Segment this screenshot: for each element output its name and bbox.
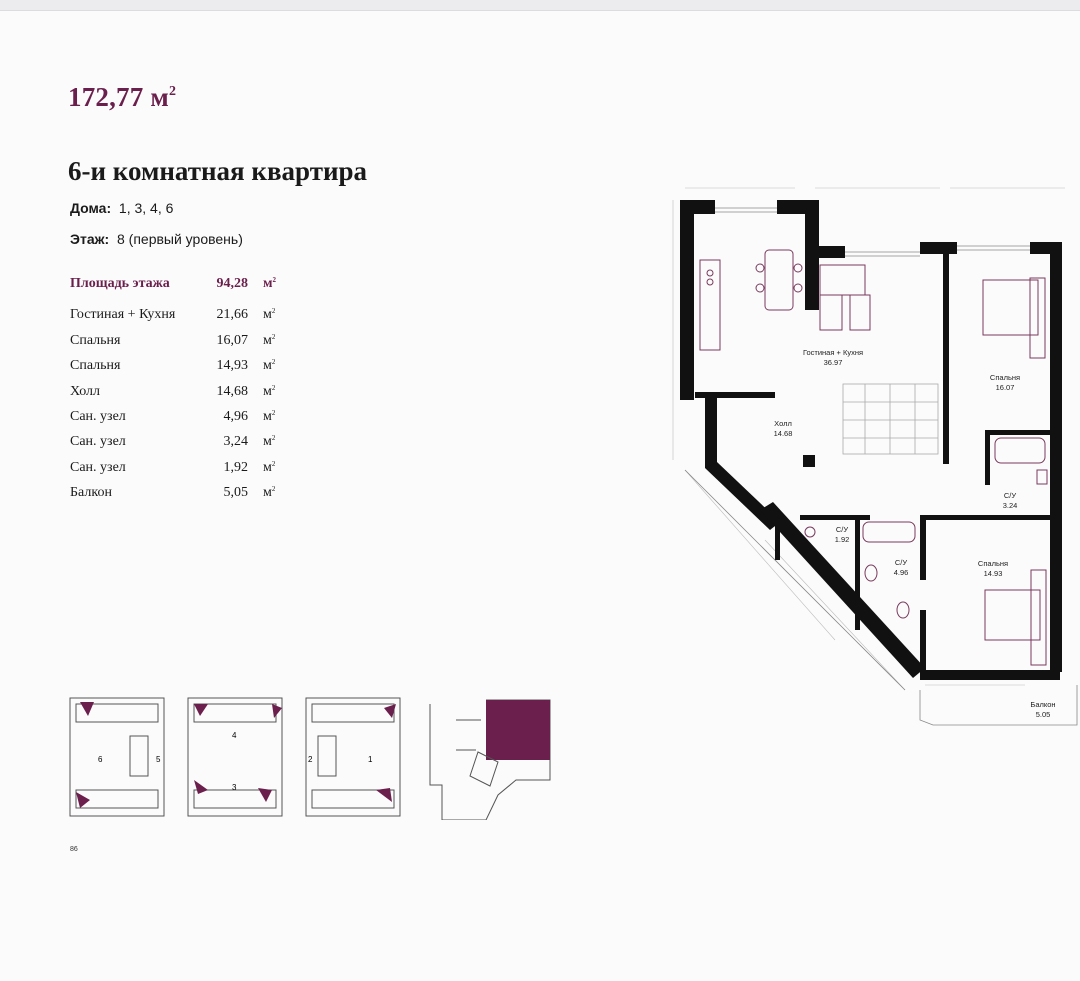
plan-area-wc1: 3.24 xyxy=(1003,501,1018,510)
houses-label: Дома: xyxy=(70,200,112,216)
plan-label-wc3: С/У xyxy=(895,558,908,567)
plan-area-bedroom1: 16.07 xyxy=(996,383,1015,392)
page-number: 86 xyxy=(70,846,78,853)
scheme-houses-2-1: 2 1 xyxy=(305,697,401,817)
plan-label-hall: Холл xyxy=(774,419,792,428)
scheme-houses-4-3: 4 3 xyxy=(187,697,283,817)
scheme-houses-6-5: 6 5 xyxy=(69,697,165,817)
dimension-lines xyxy=(672,187,1065,691)
window-lines xyxy=(684,207,1078,726)
browser-top-bar xyxy=(0,0,1080,11)
plan-label-bedroom2: Спальня xyxy=(978,559,1008,568)
staircase xyxy=(842,383,939,455)
houses-value: 1, 3, 4, 6 xyxy=(118,200,174,216)
plan-area-bedroom2: 14.93 xyxy=(984,569,1003,578)
house-number-2: 2 xyxy=(308,755,313,764)
room-labels: Гостиная + Кухня 36.97 Холл 14.68 Спальн… xyxy=(774,348,1056,719)
walls xyxy=(680,200,1062,680)
plan-area-hall: 14.68 xyxy=(774,429,793,438)
plan-label-bedroom1: Спальня xyxy=(990,373,1020,382)
furniture xyxy=(699,249,1048,666)
plan-area-living: 36.97 xyxy=(824,358,843,367)
plan-area-wc2: 1.92 xyxy=(835,535,850,544)
plan-label-wc1: С/У xyxy=(1004,491,1017,500)
house-number-4: 4 xyxy=(232,731,237,740)
house-number-6: 6 xyxy=(98,755,103,764)
apartment-title: 6-и комнатная квартира xyxy=(68,156,368,186)
total-area: 172,77 м2 xyxy=(68,82,177,112)
plan-area-balcony: 5.05 xyxy=(1036,710,1051,719)
plan-label-balcony: Балкон xyxy=(1030,700,1055,709)
scheme-floor-location xyxy=(429,699,551,820)
floor-area-row: Площадь этажа 94,28 м2 xyxy=(70,276,277,291)
plan-label-living: Гостиная + Кухня xyxy=(803,348,863,357)
houses-line: Дома: 1, 3, 4, 6 xyxy=(70,200,173,216)
plan-label-wc2: С/У xyxy=(836,525,849,534)
plan-area-wc3: 4.96 xyxy=(894,568,909,577)
house-number-3: 3 xyxy=(232,783,237,792)
floor-label: Этаж: xyxy=(70,231,110,247)
house-number-5: 5 xyxy=(156,755,161,764)
floor-value: 8 (первый уровень) xyxy=(116,231,243,247)
floor-plan: Гостиная + Кухня 36.97 Холл 14.68 Спальн… xyxy=(672,187,1078,726)
floor-line: Этаж: 8 (первый уровень) xyxy=(70,231,243,247)
house-number-1: 1 xyxy=(368,755,373,764)
